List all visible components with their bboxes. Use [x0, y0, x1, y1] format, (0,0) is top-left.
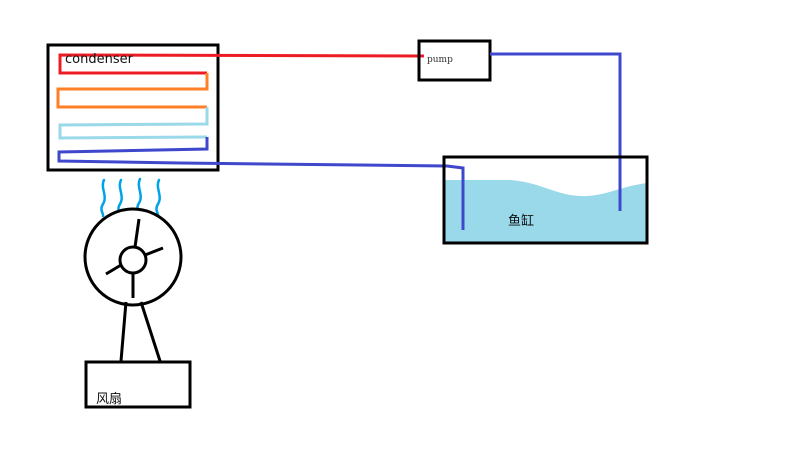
fan-icon: [83, 207, 183, 362]
condenser-coil-red: [58, 53, 425, 75]
tank-label: 鱼缸: [508, 214, 535, 229]
condenser-coil-lightblue: [58, 107, 209, 140]
tank-box: [442, 155, 649, 245]
pump-box: [417, 39, 492, 82]
fan-base-box: [84, 360, 192, 409]
pump-label: pump: [427, 55, 453, 65]
condenser-coil-blue: [57, 137, 465, 230]
tank-water: [445, 180, 648, 243]
condenser-coil-orange: [56, 73, 209, 109]
condenser-box: [46, 43, 220, 172]
pipe-pump-to-tank: [490, 52, 622, 211]
condenser-label: condenser: [65, 52, 133, 67]
fan-label: 风扇: [96, 392, 123, 407]
